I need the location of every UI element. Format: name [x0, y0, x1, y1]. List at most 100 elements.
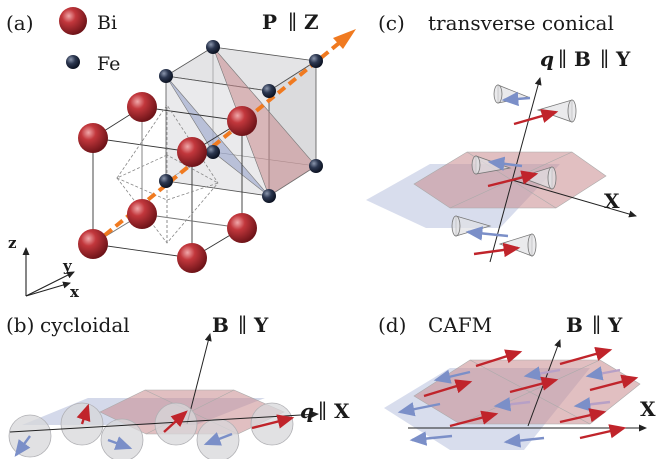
q-b-dir: X [334, 399, 350, 423]
spin-cone-base [527, 233, 537, 257]
fe-atom [159, 174, 173, 188]
field-b-parallel: ∥ [238, 313, 247, 337]
spin-arrow [559, 346, 613, 366]
field-label-d: B ∥ Y [566, 313, 623, 337]
fe-atom [206, 40, 220, 54]
field-d-parallel: ∥ [592, 313, 601, 337]
spin-arrow [14, 435, 31, 457]
legend-fe-sphere [66, 55, 80, 69]
spin-arrow [589, 374, 639, 392]
polarization-p: P [262, 10, 277, 34]
field-label-b: B ∥ Y [212, 313, 269, 337]
spin-circle [154, 402, 198, 446]
panel-d: (d) CAFM B ∥ Y X [378, 313, 656, 450]
field-c-dir: Y [615, 47, 631, 71]
axis-z-label: z [8, 234, 17, 252]
x-axis-arrow-c [511, 179, 637, 218]
spin-arrow [475, 349, 523, 368]
spins-b [14, 403, 295, 457]
panel-b-title: cycloidal [40, 313, 130, 337]
spin-cone-base [493, 84, 503, 104]
fe-atom [262, 84, 276, 98]
spin-cone [536, 99, 573, 123]
panel-d-label: (d) [378, 313, 406, 337]
spin-cone-base [567, 99, 577, 123]
field-b: B [212, 313, 229, 337]
panel-c-title: transverse conical [428, 11, 614, 35]
panel-a: (a) Bi Fe P ∥ Z [6, 7, 356, 301]
field-b-dir: Y [253, 313, 269, 337]
legend-fe-label: Fe [97, 53, 120, 75]
polarization-arrowhead [333, 29, 356, 49]
fe-atom [159, 69, 173, 83]
bi-atom [227, 213, 257, 243]
spin-arrow [433, 369, 471, 384]
bi-atom [127, 199, 157, 229]
panel-a-label: (a) [6, 11, 34, 35]
spin-arrow [493, 397, 531, 412]
bi-atom [78, 229, 108, 259]
spin-arrow [503, 433, 545, 448]
spin-cone-base [451, 215, 461, 237]
spin-arrow [397, 402, 441, 417]
spin-arrow [513, 109, 559, 126]
spin-arrow [579, 424, 627, 440]
spin-arrow [251, 414, 295, 430]
spin-arrow [76, 403, 91, 425]
spin-cone [498, 233, 533, 257]
spin-arrow [487, 156, 523, 171]
fe-atom [206, 145, 220, 159]
spin-arrow [423, 379, 473, 398]
axis-y-label: y [62, 257, 73, 275]
spin-arrow [573, 397, 611, 412]
legend-bi-label: Bi [97, 12, 117, 34]
bi-atom [227, 106, 257, 136]
fe-atom [309, 54, 323, 68]
q-c-parallel2: ∥ [600, 47, 609, 71]
spin-cone-base [547, 166, 557, 190]
bi-atom [177, 243, 207, 273]
q-b: q [300, 399, 314, 423]
panel-c: (c) transverse conical q ∥ B ∥ Y X [366, 11, 637, 263]
lab-axes [22, 247, 75, 297]
panel-b-label: (b) [6, 313, 34, 337]
spin-arrow [163, 410, 188, 433]
axis-x-label: x [70, 283, 80, 301]
spin-arrow [585, 366, 621, 381]
panel-d-title: CAFM [428, 313, 492, 337]
q-b-parallel: ∥ [318, 399, 327, 423]
bi-atom [127, 92, 157, 122]
spins-d [397, 346, 639, 448]
bi-atoms [78, 92, 257, 273]
spin-arrow [509, 376, 559, 394]
q-c-parallel1: ∥ [558, 47, 567, 71]
spin-arrow [501, 91, 531, 107]
polarization-z: Z [304, 10, 319, 34]
bi-atom [78, 123, 108, 153]
field-d-b: B [566, 313, 583, 337]
fe-atom [309, 159, 323, 173]
spin-arrow [465, 226, 509, 241]
spin-arrow [523, 366, 561, 381]
field-label-c: q ∥ B ∥ Y [540, 47, 631, 71]
fe-atom [262, 189, 276, 203]
spin-arrow [473, 242, 521, 258]
spins-c [465, 91, 559, 258]
spin-arrow [107, 436, 133, 450]
spin-arrow [449, 410, 499, 428]
bi-atom [177, 137, 207, 167]
polarization-label: P ∥ Z [262, 10, 319, 34]
polarization-parallel: ∥ [288, 10, 297, 34]
q-axis-arrow-c [489, 77, 542, 263]
fe-atoms [159, 40, 323, 203]
panel-c-label: (c) [378, 11, 405, 35]
q-c: q [540, 47, 554, 71]
field-c-b: B [574, 47, 591, 71]
field-d-dir: Y [607, 313, 623, 337]
spin-cone-base [471, 155, 481, 175]
x-axis-label-d: X [640, 397, 656, 421]
spin-arrow [203, 432, 233, 446]
spin-arrow [559, 408, 607, 424]
spin-arrow [487, 170, 539, 188]
